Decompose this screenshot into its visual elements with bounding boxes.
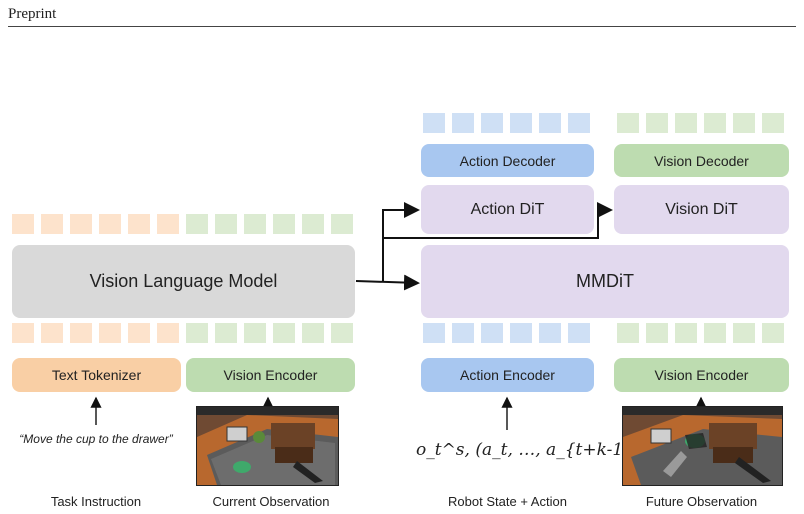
action-encoder: Action Encoder — [421, 358, 594, 392]
caption-robot-state-action: Robot State + Action — [448, 494, 567, 509]
caption-current-observation: Current Observation — [212, 494, 330, 509]
vlm-to-mmdit-arrow — [355, 274, 420, 291]
vlm-to-action-dit-arrow — [382, 202, 420, 281]
vision-dit: Vision DiT — [614, 185, 789, 234]
vlm-to-vision-dit-arrow — [383, 202, 613, 239]
future-observation-image — [622, 406, 783, 486]
robot-state-action-formula: o_t^s, (a_t, …, a_{t+k-1}) — [416, 440, 641, 460]
mmdit: MMDiT — [421, 245, 789, 318]
vision-encoder-left: Vision Encoder — [186, 358, 355, 392]
current-observation-image — [196, 406, 339, 486]
page-header: Preprint — [8, 6, 57, 22]
action-decoder: Action Decoder — [421, 144, 594, 177]
vision-encoder-right: Vision Encoder — [614, 358, 789, 392]
caption-future-observation: Future Observation — [645, 494, 758, 509]
action-dit: Action DiT — [421, 185, 594, 234]
text-tokenizer: Text Tokenizer — [12, 358, 181, 392]
vision-decoder: Vision Decoder — [614, 144, 789, 177]
vision-language-model: Vision Language Model — [12, 245, 355, 318]
header-rule — [8, 26, 796, 27]
task-instruction-text: “Move the cup to the drawer” — [19, 432, 173, 446]
caption-task-instruction: Task Instruction — [50, 494, 142, 509]
